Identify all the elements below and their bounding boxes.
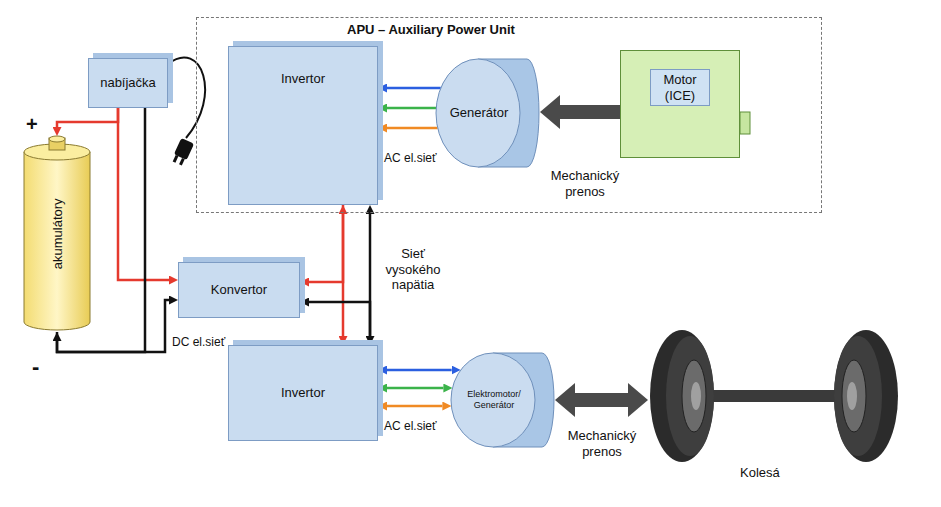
- wire-arrow: [309, 302, 370, 345]
- mechanical-arrow: [560, 105, 620, 119]
- wire-arrow: [309, 205, 343, 282]
- wire-arrow: [387, 127, 438, 130]
- wire-arrow: [387, 87, 441, 90]
- apu-region: APU – Auxiliary Power UnitInvertorGenerá…: [196, 17, 822, 213]
- connector-label: AC el.sieť: [384, 419, 437, 433]
- wheel: [834, 330, 898, 462]
- wheels: Kolesá: [648, 328, 903, 484]
- generator-cylinder: Generátor: [435, 58, 540, 168]
- connector-label: Mechanický prenos: [545, 168, 625, 199]
- connector-label: AC el.sieť: [384, 151, 437, 165]
- motor-generator-cylinder: Elektromotor/ Generátor: [450, 352, 555, 448]
- wire-arrow: [387, 107, 436, 110]
- node-label: Konvertor: [211, 282, 267, 298]
- node-label: akumulátory: [49, 199, 65, 270]
- node-label: Elektromotor/ Generátor: [452, 389, 536, 411]
- engine-nub: [740, 112, 750, 134]
- connector-label: Mechanický prenos: [562, 428, 642, 459]
- node-label: Generátor: [450, 105, 509, 121]
- wire-arrow: [387, 405, 442, 408]
- charger-box: nabíjačka: [88, 58, 168, 108]
- node-label: nabíjačka: [100, 75, 156, 91]
- battery-cylinder: akumulátory: [22, 136, 92, 332]
- node-label: Invertor: [281, 71, 325, 87]
- wire-arrow: [387, 387, 443, 390]
- engine-box: Motor (ICE): [620, 50, 740, 158]
- node-label: Invertor: [281, 385, 325, 401]
- connector-label: Sieť vysokého napätia: [380, 246, 446, 293]
- converter-box: Konvertor: [178, 262, 300, 318]
- node-label: Kolesá: [740, 465, 780, 481]
- inverter-box: Invertor: [228, 345, 378, 441]
- charger-cable: [168, 58, 205, 138]
- wire-arrow: [118, 108, 169, 280]
- wire-arrow: [387, 369, 452, 372]
- node-label: APU – Auxiliary Power Unit: [347, 22, 515, 38]
- inverter-box: Invertor: [228, 46, 378, 205]
- axle: [700, 390, 850, 402]
- connector-label: DC el.sieť: [172, 335, 225, 349]
- polarity-sign: +: [26, 112, 38, 136]
- polarity-sign: -: [32, 354, 39, 380]
- node-label: Motor (ICE): [650, 69, 710, 106]
- wheel: [650, 330, 714, 462]
- plug-symbol: [171, 138, 194, 167]
- mechanical-arrow: [575, 393, 628, 407]
- wire-arrow: [57, 108, 118, 127]
